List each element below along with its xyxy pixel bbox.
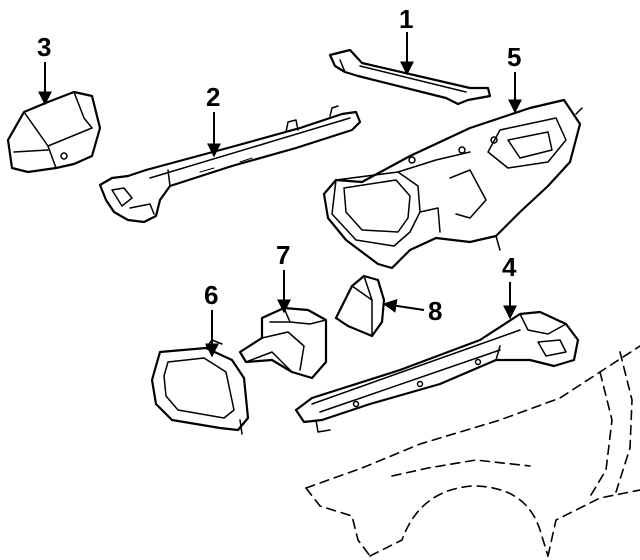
part-6-duct-ring [150, 339, 250, 435]
callout-1: 1 [399, 4, 413, 34]
callout-2: 2 [206, 82, 220, 112]
part-1-upper-brace [328, 48, 492, 106]
callout-3: 3 [37, 32, 51, 62]
callout-8: 8 [428, 296, 442, 326]
part-8-wedge [334, 274, 386, 338]
part-5-duct-housing [322, 98, 583, 270]
fender-outline [305, 345, 640, 557]
part-2-inner-rail [98, 105, 362, 224]
part-7-duct-elbow [238, 306, 328, 380]
callout-6: 6 [204, 280, 218, 310]
callout-labels: 1 2 3 4 5 6 7 8 [37, 4, 521, 326]
callout-4: 4 [502, 252, 517, 282]
callout-5: 5 [507, 42, 521, 72]
callout-7: 7 [276, 240, 290, 270]
callout-leaders [38, 32, 522, 358]
part-4-lower-rail [294, 310, 580, 433]
part-3-corner-duct [6, 90, 102, 174]
